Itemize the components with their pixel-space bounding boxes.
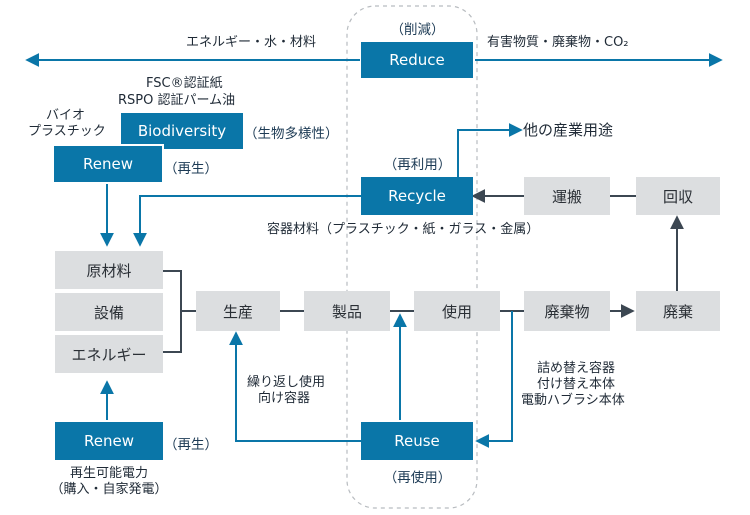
equipment-box: 設備 [55,293,163,331]
fsc-label-line1: FSC®認証紙 [146,76,223,91]
renew-bottom-paren-label: （再生） [164,437,218,453]
recycle-to-inputs-arrow [133,195,362,247]
renew-top-box: Renew [52,144,164,184]
recycle-other-use-arrow [457,123,523,177]
reduce-paren-label: （削減） [390,22,445,38]
use-box: 使用 [414,291,500,331]
repeat-use-line1: 繰り返し使用 [247,375,326,390]
biodiversity-paren-label: （生物多様性） [244,126,339,142]
waste-box: 廃棄物 [524,291,610,331]
energy-box: エネルギー [55,335,163,373]
bio-plastic-line1: バイオ [46,108,86,123]
renewable-power-line1: 再生可能電力 [69,466,148,481]
use-to-reuse-arrow [475,311,513,448]
collect-box: 回収 [636,177,720,215]
recycle-materials-label: 容器材料（プラスチック・紙・ガラス・金属） [267,222,540,237]
reduce-box: Reduce [361,42,473,78]
refill-line3: 電動ハブラシ本体 [521,393,625,408]
inputs-bracket [163,270,182,353]
fsc-label-line2: RSPO 認証パーム油 [118,93,236,108]
product-box: 製品 [304,291,390,331]
production-box: 生産 [196,291,280,331]
refill-line2: 付け替え本体 [537,377,616,392]
disposal-box: 廃棄 [636,291,720,331]
bio-plastic-line2: プラスチック [28,124,106,139]
renewable-power-line2: （購入・自家発電） [50,482,168,497]
other-use-label: 他の産業用途 [523,121,614,139]
renew-bottom-box: Renew [55,422,163,460]
reuse-box: Reuse [361,422,473,460]
recycle-box: Recycle [361,177,473,215]
reduce-left-label: エネルギー・水・材料 [186,35,317,50]
raw-material-box: 原材料 [55,251,163,289]
renew-top-paren-label: （再生） [164,161,218,177]
reduce-right-label: 有害物質・廃棄物・CO₂ [487,35,629,50]
recycle-paren-label: （再利用） [383,157,452,173]
repeat-use-line2: 向け容器 [258,391,311,406]
refill-line1: 詰め替え容器 [537,361,616,376]
reuse-paren-label: （再使用） [383,470,452,486]
reuse-to-production-arrow [229,331,362,442]
transport-box: 運搬 [524,177,610,215]
